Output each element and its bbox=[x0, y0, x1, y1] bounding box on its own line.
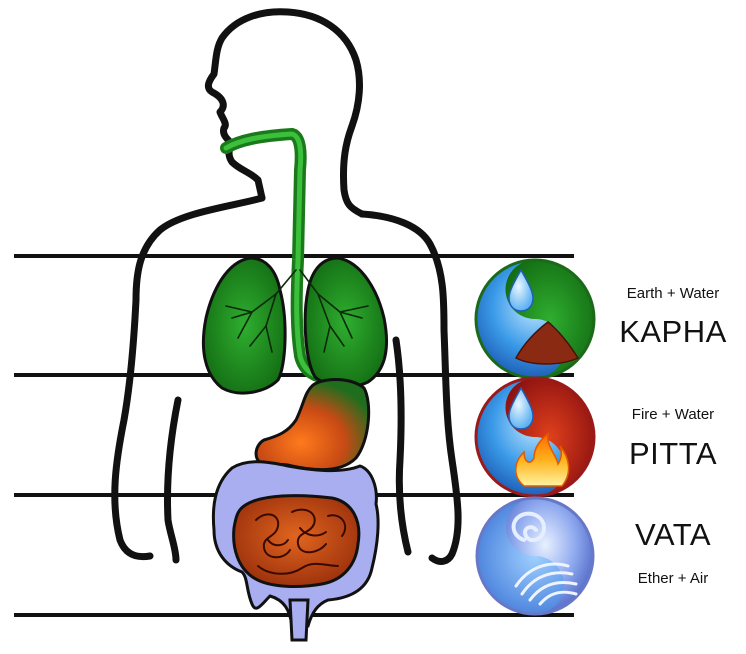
vata-symbol bbox=[477, 498, 593, 614]
right-lung bbox=[305, 258, 386, 387]
pitta-name-label: PITTA bbox=[600, 436, 746, 472]
small-intestine bbox=[234, 496, 359, 587]
kapha-name-label: KAPHA bbox=[600, 314, 746, 350]
vata-name-label: VATA bbox=[600, 517, 746, 553]
vata-elements-label: Ether + Air bbox=[600, 570, 746, 587]
pitta-elements-label: Fire + Water bbox=[600, 406, 746, 423]
pitta-symbol bbox=[476, 378, 594, 496]
kapha-elements-label: Earth + Water bbox=[600, 285, 746, 302]
kapha-symbol bbox=[476, 260, 594, 378]
stomach bbox=[256, 380, 369, 470]
